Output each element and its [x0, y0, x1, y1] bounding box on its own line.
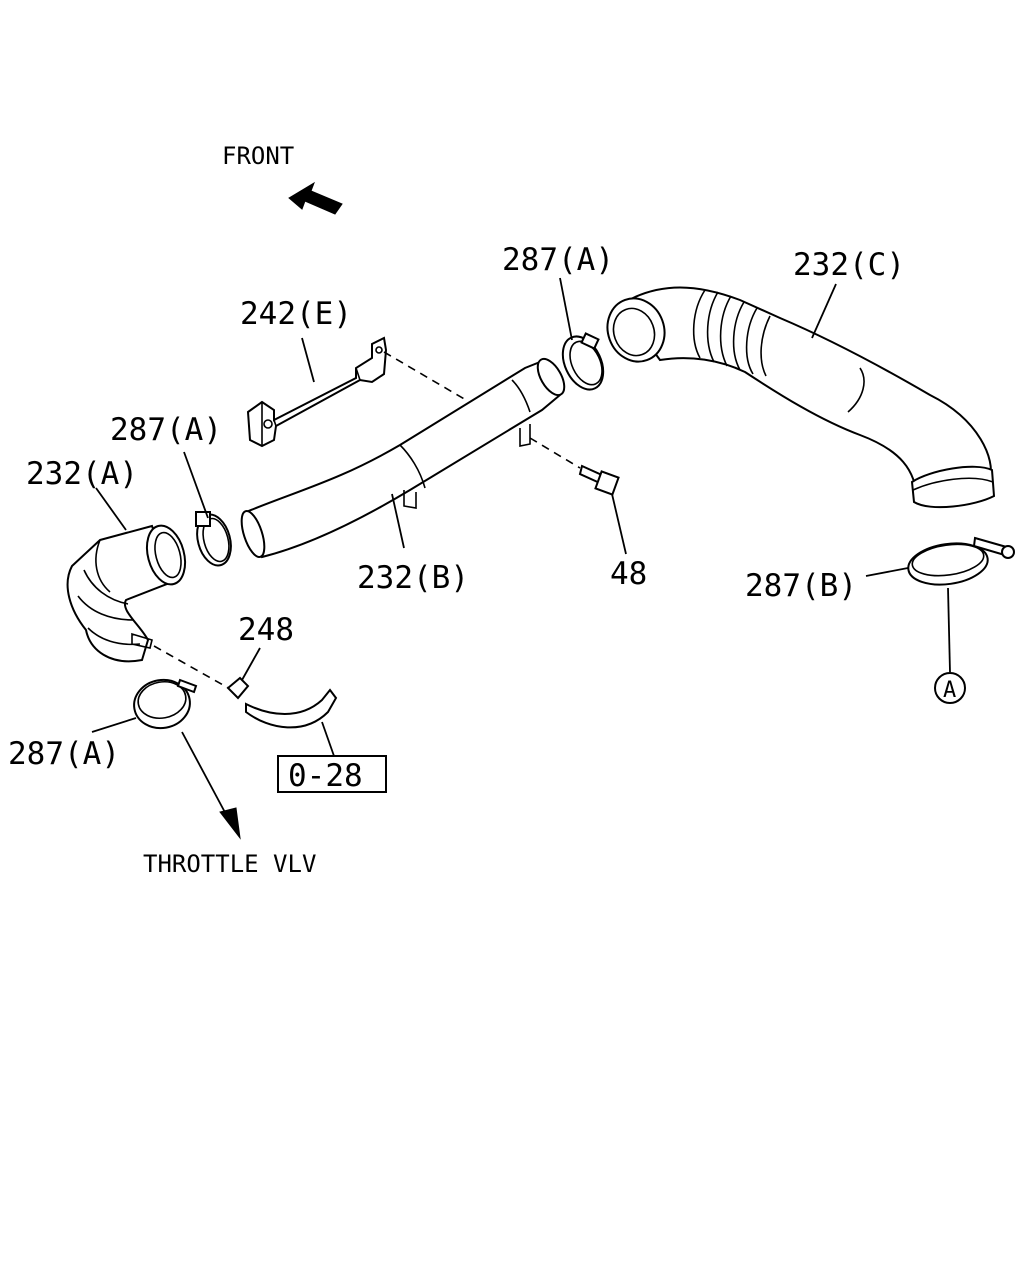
label-287a-bottom: 287(A) [8, 736, 120, 772]
label-248: 248 [238, 612, 294, 648]
label-287a-top: 287(A) [502, 242, 614, 278]
label-242e: 242(E) [240, 296, 352, 332]
front-label: FRONT [222, 142, 294, 170]
ref-box-0-28: 0-28 [277, 755, 387, 794]
label-232b: 232(B) [357, 560, 469, 596]
clamp-287b [907, 536, 1015, 586]
clamp-287a-left [195, 511, 232, 567]
pipe-232b [240, 357, 566, 559]
label-232a: 232(A) [26, 456, 138, 492]
label-232c: 232(C) [793, 247, 905, 283]
bracket-242e [246, 336, 388, 448]
hose-0-28 [245, 688, 338, 729]
label-287b: 287(B) [745, 568, 857, 604]
throttle-arrow-icon [219, 807, 241, 840]
clamp-287a-bottom [133, 678, 198, 730]
circle-ref-a-label: A [943, 678, 956, 703]
ref-box-label: 0-28 [288, 758, 363, 794]
circle-ref-a: A [934, 672, 966, 704]
throttle-label: THROTTLE VLV [143, 850, 316, 878]
elbow-232a [66, 524, 187, 663]
bolt-48 [578, 464, 620, 496]
leader-lines [91, 277, 951, 840]
clamp-287a-top [561, 332, 605, 391]
fitting-248 [226, 676, 250, 700]
front-arrow-icon [288, 181, 343, 215]
label-287a-left: 287(A) [110, 412, 222, 448]
label-48: 48 [610, 556, 647, 592]
hose-232c [606, 286, 996, 509]
